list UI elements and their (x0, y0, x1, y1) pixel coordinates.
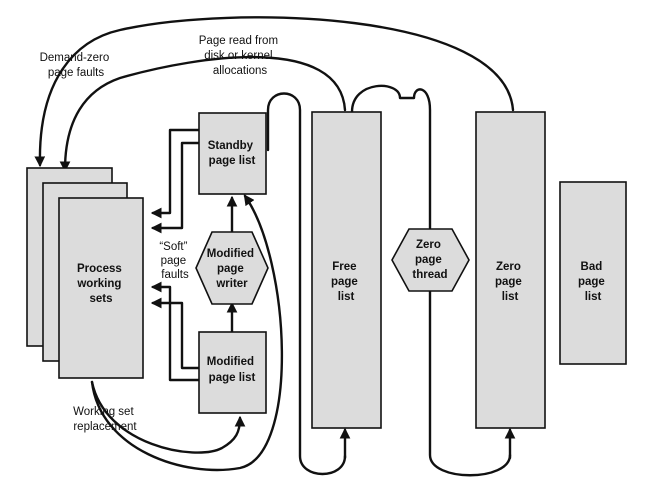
working-set-replacement-label: Working set replacement (73, 406, 137, 433)
process-working-sets: Process working sets (26, 167, 144, 379)
free-page-list-label: Free page list (331, 261, 361, 303)
zero-thread-to-zero-list-arrow (428, 288, 512, 477)
process-working-sets-label: Process working sets (76, 263, 125, 305)
working-set-front (58, 197, 144, 379)
modified-page-list: Modified page list (198, 331, 267, 414)
free-page-list: Free page list (311, 111, 382, 429)
page-read-label: Page read from disk or kernel allocation… (199, 35, 281, 77)
modified-page-writer-label: Modified page writer (207, 248, 257, 290)
demand-zero-label: Demand-zero page faults (40, 52, 113, 79)
zero-page-list: Zero page list (475, 111, 546, 429)
modified-page-writer: Modified page writer (195, 231, 269, 305)
bad-page-list-label: Bad page list (578, 261, 608, 303)
standby-to-free-arrow (266, 92, 347, 476)
standby-soft-fault-arrow-1 (150, 128, 201, 219)
page-read-arrow (59, 55, 347, 173)
modified-soft-fault-arrow-2 (150, 297, 201, 370)
standby-soft-fault-arrow-2 (150, 141, 201, 234)
modified-soft-fault-arrow-1 (150, 281, 201, 382)
zero-page-list-label: Zero page list (495, 261, 525, 303)
zero-page-thread: Zero page thread (391, 228, 470, 292)
demand-zero-arrow (34, 16, 515, 168)
standby-page-list: Standby page list (198, 112, 267, 195)
soft-page-faults-label: “Soft” page faults (159, 241, 190, 281)
standby-page-list-label: Standby page list (208, 140, 257, 167)
replacement-to-standby-arrow (90, 194, 284, 472)
zero-page-thread-label: Zero page thread (412, 239, 447, 281)
modified-page-list-label: Modified page list (207, 356, 257, 384)
replacement-to-modified-arrow (90, 380, 246, 454)
arrows (34, 16, 516, 477)
bad-page-list: Bad page list (559, 181, 627, 365)
free-top-loop (350, 84, 432, 230)
